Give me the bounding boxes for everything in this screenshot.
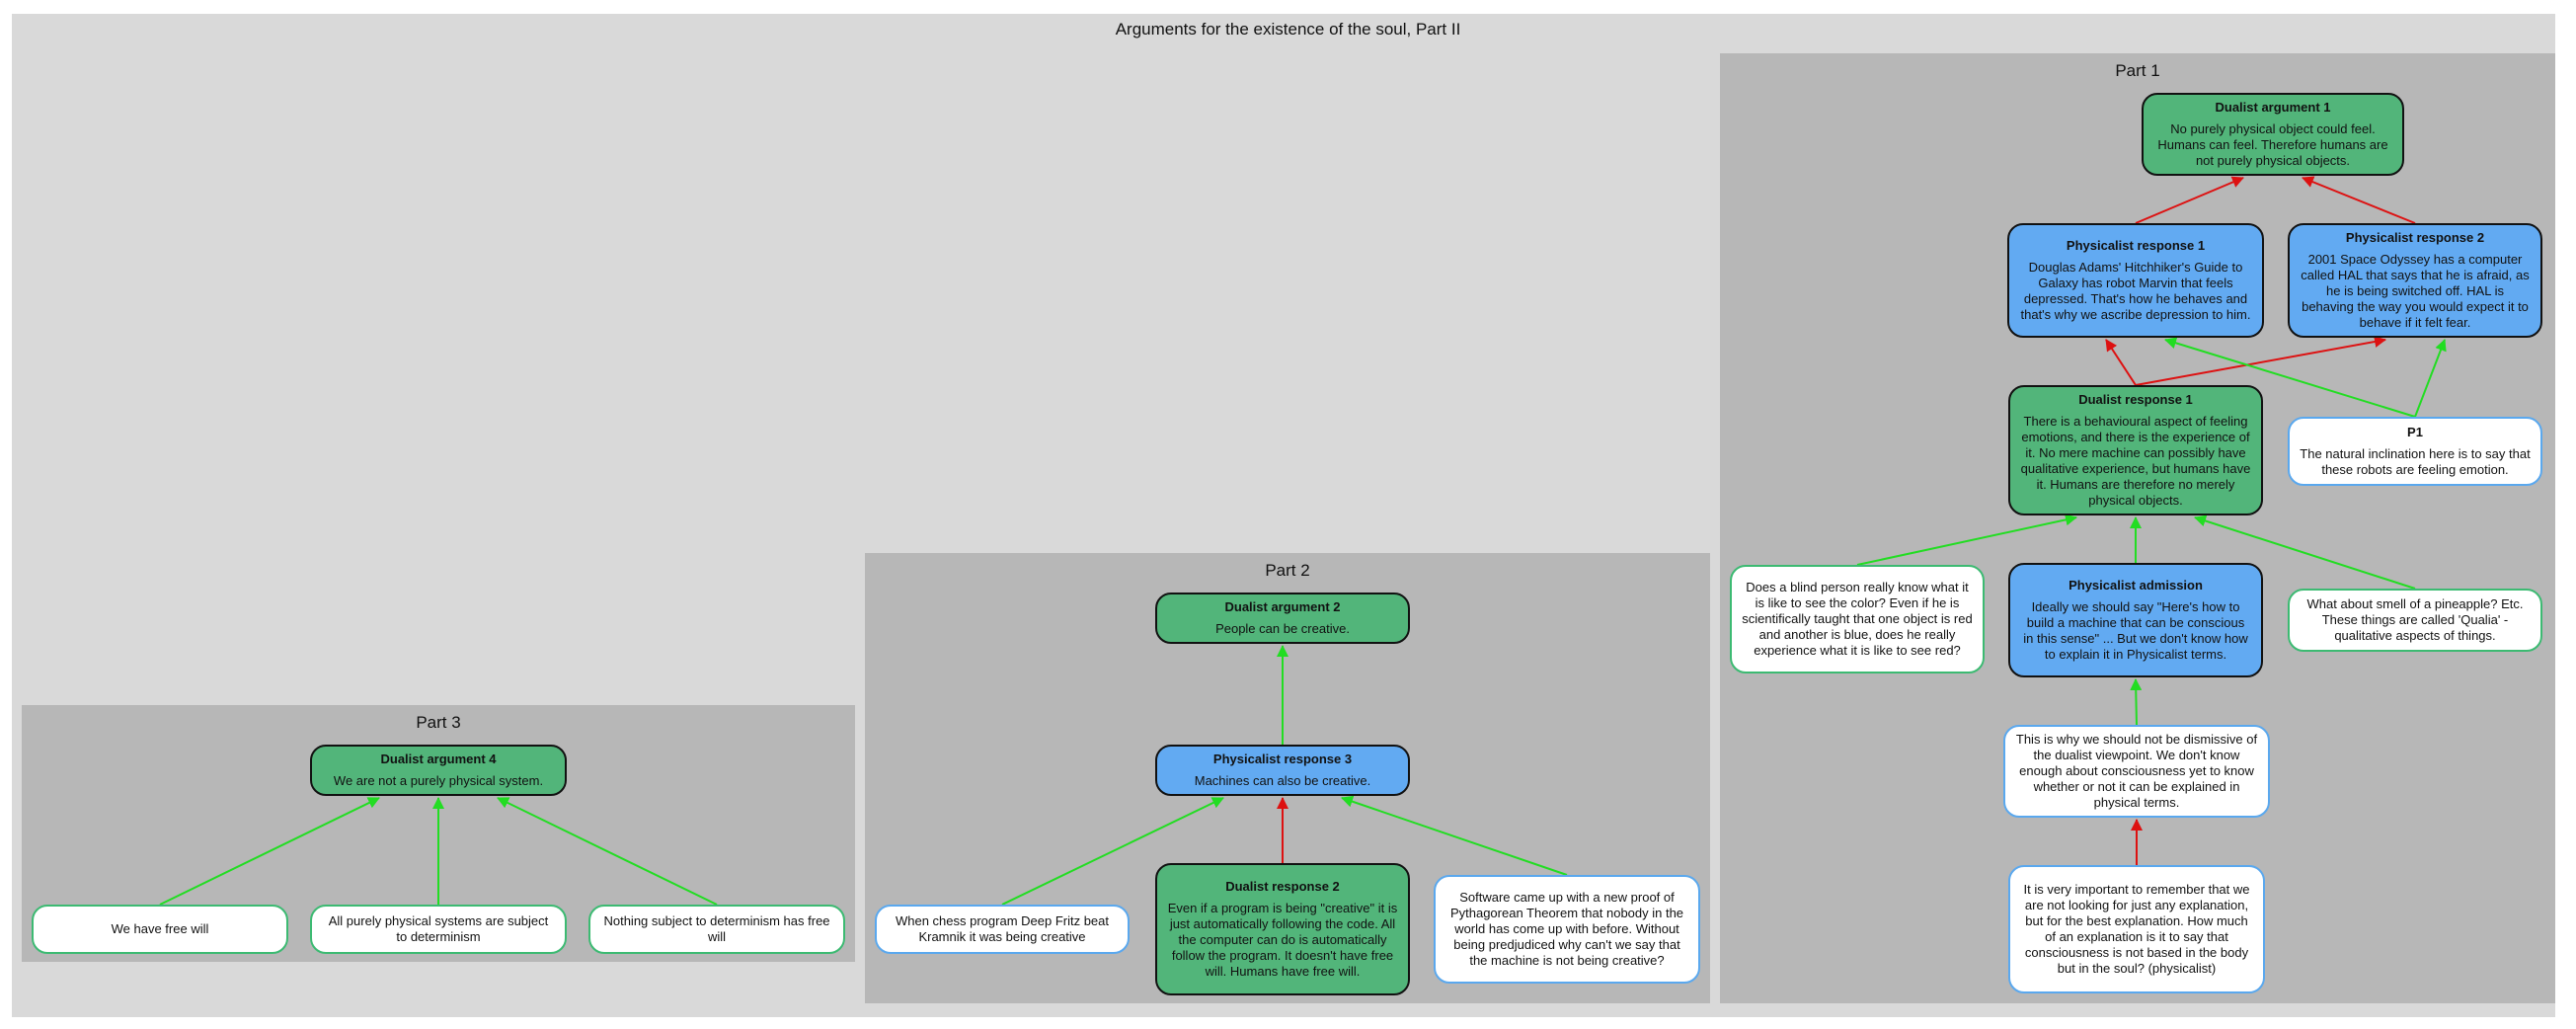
edge-support-p1-to-pr1 bbox=[2164, 337, 2416, 418]
node-free-will[interactable]: We have free will bbox=[32, 905, 288, 954]
node-title: Physicalist admission bbox=[2069, 578, 2203, 593]
node-text: We are not a purely physical system. bbox=[333, 773, 544, 788]
node-text: Ideally we should say "Here's how to bui… bbox=[2023, 599, 2248, 662]
node-dualist-argument-1[interactable]: Dualist argument 1 No purely physical ob… bbox=[2142, 93, 2404, 176]
edge-support-p1-to-pr2 bbox=[2414, 339, 2447, 418]
edge-support-software-to-pr3 bbox=[1341, 795, 1568, 876]
node-text: Nothing subject to determinism has free … bbox=[603, 913, 830, 944]
cluster-part3-label: Part 3 bbox=[416, 713, 461, 732]
node-dualist-argument-4[interactable]: Dualist argument 4 We are not a purely p… bbox=[310, 745, 567, 796]
node-title: Dualist argument 1 bbox=[2215, 100, 2331, 115]
node-best-explanation[interactable]: It is very important to remember that we… bbox=[2008, 865, 2265, 993]
node-text: No purely physical object could feel. Hu… bbox=[2157, 121, 2388, 168]
node-text: Even if a program is being "creative" it… bbox=[1167, 901, 1398, 979]
node-no-free-will-determinism[interactable]: Nothing subject to determinism has free … bbox=[588, 905, 845, 954]
node-physicalist-response-3[interactable]: Physicalist response 3 Machines can also… bbox=[1155, 745, 1410, 796]
node-blind-person-question[interactable]: Does a blind person really know what it … bbox=[1730, 565, 1985, 673]
edge-support-freewill-to-da4 bbox=[159, 797, 380, 906]
node-title: Dualist response 2 bbox=[1225, 879, 1340, 894]
node-text: The natural inclination here is to say t… bbox=[2300, 446, 2531, 477]
node-text: Douglas Adams' Hitchhiker's Guide to Gal… bbox=[2020, 260, 2251, 322]
node-title: Dualist response 1 bbox=[2078, 392, 2193, 407]
node-dualist-response-2[interactable]: Dualist response 2 Even if a program is … bbox=[1155, 863, 1410, 995]
edge-support-nothing-to-da4 bbox=[497, 797, 718, 906]
node-physicalist-admission[interactable]: Physicalist admission Ideally we should … bbox=[2008, 563, 2263, 677]
node-text: All purely physical systems are subject … bbox=[328, 913, 549, 944]
node-pineapple-qualia[interactable]: What about smell of a pineapple? Etc. Th… bbox=[2288, 589, 2542, 652]
node-physicalist-response-1[interactable]: Physicalist response 1 Douglas Adams' Hi… bbox=[2007, 223, 2264, 338]
edge-support-pineapple-to-dr1 bbox=[2194, 514, 2416, 590]
edge-support-blind-to-dr1 bbox=[1856, 514, 2077, 566]
node-physicalist-response-2[interactable]: Physicalist response 2 2001 Space Odysse… bbox=[2288, 223, 2542, 338]
node-title: Physicalist response 2 bbox=[2345, 230, 2485, 245]
edge-attack-pr2-to-da1 bbox=[2302, 176, 2416, 224]
node-text: It is very important to remember that we… bbox=[2023, 882, 2250, 976]
node-text: When chess program Deep Fritz beat Kramn… bbox=[895, 913, 1110, 944]
node-text: We have free will bbox=[111, 921, 209, 936]
cluster-part2-label: Part 2 bbox=[1265, 561, 1310, 580]
cluster-part1-label: Part 1 bbox=[2115, 61, 2160, 80]
node-text: There is a behavioural aspect of feeling… bbox=[2020, 414, 2251, 508]
node-text: 2001 Space Odyssey has a computer called… bbox=[2301, 252, 2530, 330]
node-title: Dualist argument 4 bbox=[380, 752, 497, 766]
node-title: P1 bbox=[2407, 425, 2423, 439]
node-deep-fritz[interactable]: When chess program Deep Fritz beat Kramn… bbox=[875, 905, 1130, 954]
edge-support-dismissive-to-pa bbox=[2130, 678, 2143, 726]
node-text: This is why we should not be dismissive … bbox=[2015, 732, 2258, 810]
node-not-dismissive[interactable]: This is why we should not be dismissive … bbox=[2003, 725, 2270, 818]
node-title: Dualist argument 2 bbox=[1224, 599, 1341, 614]
edge-attack-dr1-to-pr2 bbox=[2135, 336, 2386, 386]
node-title: Physicalist response 3 bbox=[1212, 752, 1353, 766]
node-dualist-argument-2[interactable]: Dualist argument 2 People can be creativ… bbox=[1155, 593, 1410, 644]
node-text: Software came up with a new proof of Pyt… bbox=[1449, 890, 1684, 968]
edge-attack-dr1-to-pr1 bbox=[2105, 339, 2137, 386]
node-dualist-response-1[interactable]: Dualist response 1 There is a behavioura… bbox=[2008, 385, 2263, 515]
node-determinism-physical[interactable]: All purely physical systems are subject … bbox=[310, 905, 567, 954]
node-title: Physicalist response 1 bbox=[2066, 238, 2206, 253]
node-p1[interactable]: P1 The natural inclination here is to sa… bbox=[2288, 417, 2542, 486]
edge-support-chess-to-pr3 bbox=[1001, 797, 1224, 906]
node-text: What about smell of a pineapple? Etc. Th… bbox=[2306, 596, 2524, 643]
node-pythagorean-proof[interactable]: Software came up with a new proof of Pyt… bbox=[1434, 875, 1700, 984]
edge-attack-pr1-to-da1 bbox=[2135, 176, 2244, 224]
node-text: Machines can also be creative. bbox=[1194, 773, 1371, 788]
node-text: Does a blind person really know what it … bbox=[1742, 580, 1973, 658]
node-text: People can be creative. bbox=[1215, 621, 1350, 636]
diagram-title: Arguments for the existence of the soul,… bbox=[1115, 20, 1461, 39]
